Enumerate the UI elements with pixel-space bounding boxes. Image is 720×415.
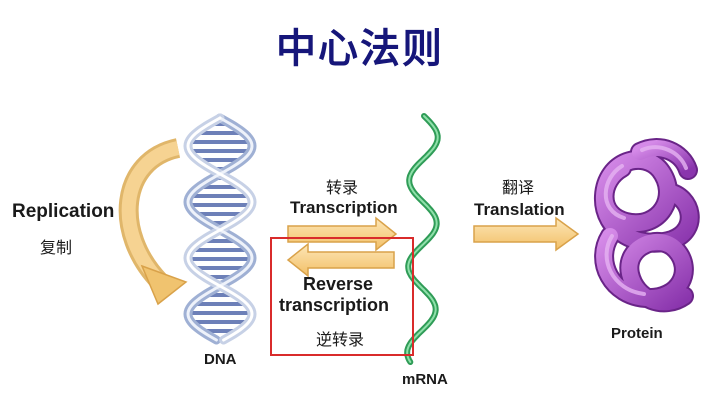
reverse-transcription-highlight-box [270,237,414,356]
translation-label-zh: 翻译 [502,178,535,197]
reverse-label-line2: transcription [279,295,390,315]
mrna-label: mRNA [402,371,448,388]
translation-label: Translation [474,200,565,219]
protein-icon [594,138,700,313]
transcription-arrow [287,216,398,252]
translation-arrow [473,216,580,252]
replication-arrow [118,138,188,306]
replication-label-zh: 复制 [40,238,73,257]
reverse-transcription-arrow [286,242,395,278]
protein-label: Protein [611,325,663,342]
page-title: 中心法则 [276,26,444,72]
transcription-label: Transcription [290,198,398,217]
transcription-label-zh: 转录 [326,178,359,197]
mrna-strand-icon [404,113,441,365]
reverse-label-line1: Reverse [303,274,374,294]
reverse-label-zh: 逆转录 [316,330,365,349]
dna-helix-icon [183,113,257,345]
dna-label: DNA [204,351,237,368]
replication-label: Replication [12,201,115,222]
